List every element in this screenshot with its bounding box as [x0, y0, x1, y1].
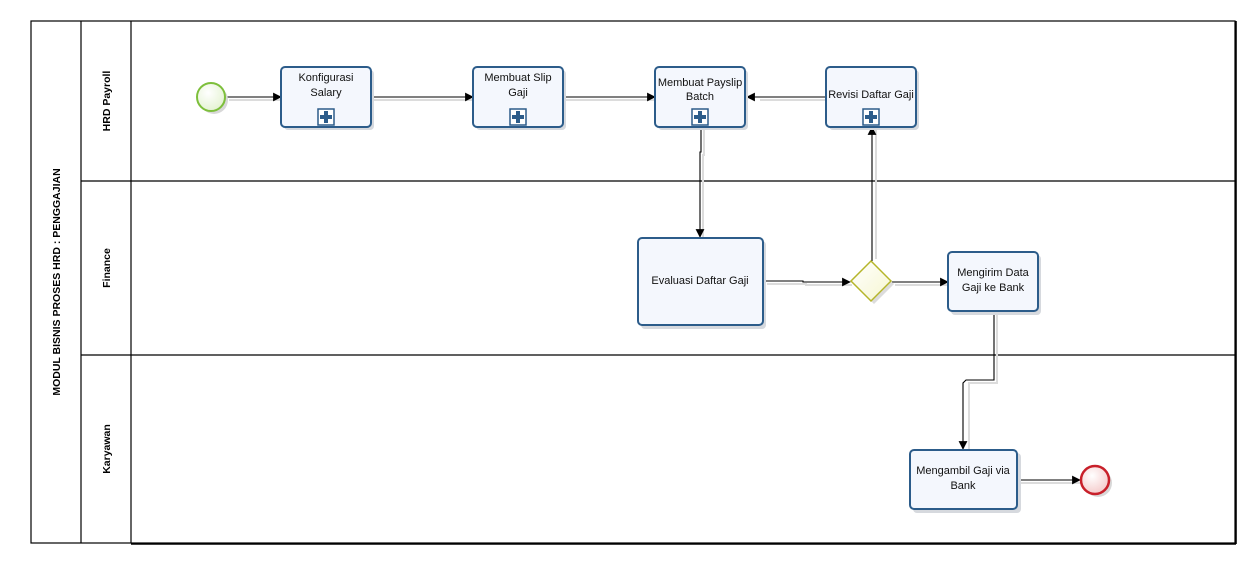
subprocess-plus-icon[interactable]	[317, 108, 335, 126]
end-event[interactable]	[1079, 464, 1112, 497]
subprocess-plus-icon[interactable]	[862, 108, 880, 126]
lane-label-karyawan: Karyawan	[101, 424, 113, 474]
subprocess-plus-icon[interactable]	[509, 108, 527, 126]
task-label-line1: Mengambil Gaji via	[916, 465, 1010, 477]
flow-mengirim-to-mengambil	[958, 312, 995, 450]
task-label-line2: Batch	[686, 91, 714, 103]
task-label-line1: Konfigurasi	[298, 72, 353, 84]
task-evaluasi-daftar-gaji[interactable]: Evaluasi Daftar Gaji	[637, 237, 766, 329]
task-label-line1: Membuat Slip	[484, 72, 551, 84]
task-label-line2: Salary	[310, 87, 342, 99]
start-event[interactable]	[196, 82, 228, 114]
task-label-line2: Gaji	[508, 87, 528, 99]
task-label-line2: Bank	[950, 480, 976, 492]
exclusive-gateway[interactable]	[849, 259, 894, 304]
flow-evaluasi-to-gateway	[764, 277, 851, 287]
task-membuat-slip-gaji[interactable]: Membuat Slip Gaji	[472, 66, 566, 130]
lane-label-hrd-payroll: HRD Payroll	[101, 71, 113, 132]
task-label-line1: Evaluasi Daftar Gaji	[651, 275, 748, 287]
task-membuat-payslip-batch[interactable]: Membuat Payslip Batch	[654, 66, 748, 130]
task-label-line2: Gaji ke Bank	[962, 282, 1025, 294]
pool-title: MODUL BISNIS PROSES HRD : PENGGAJIAN	[51, 168, 63, 395]
task-konfigurasi-salary[interactable]: Konfigurasi Salary	[280, 66, 374, 130]
flow-payslip-to-evaluasi	[695, 127, 705, 238]
task-revisi-daftar-gaji[interactable]: Revisi Daftar Gaji	[825, 66, 919, 130]
pool	[30, 20, 1237, 545]
task-mengambil-gaji-via-bank[interactable]: Mengambil Gaji via Bank	[909, 449, 1021, 513]
task-mengirim-data-gaji-ke-bank[interactable]: Mengirim Data Gaji ke Bank	[947, 251, 1041, 315]
sequence-flows	[227, 92, 1081, 485]
lane-label-finance: Finance	[101, 248, 113, 288]
task-label-line1: Membuat Payslip	[658, 77, 742, 89]
subprocess-plus-icon[interactable]	[691, 108, 709, 126]
task-label-line1: Revisi Daftar Gaji	[828, 89, 914, 101]
task-label-line1: Mengirim Data	[957, 267, 1029, 279]
